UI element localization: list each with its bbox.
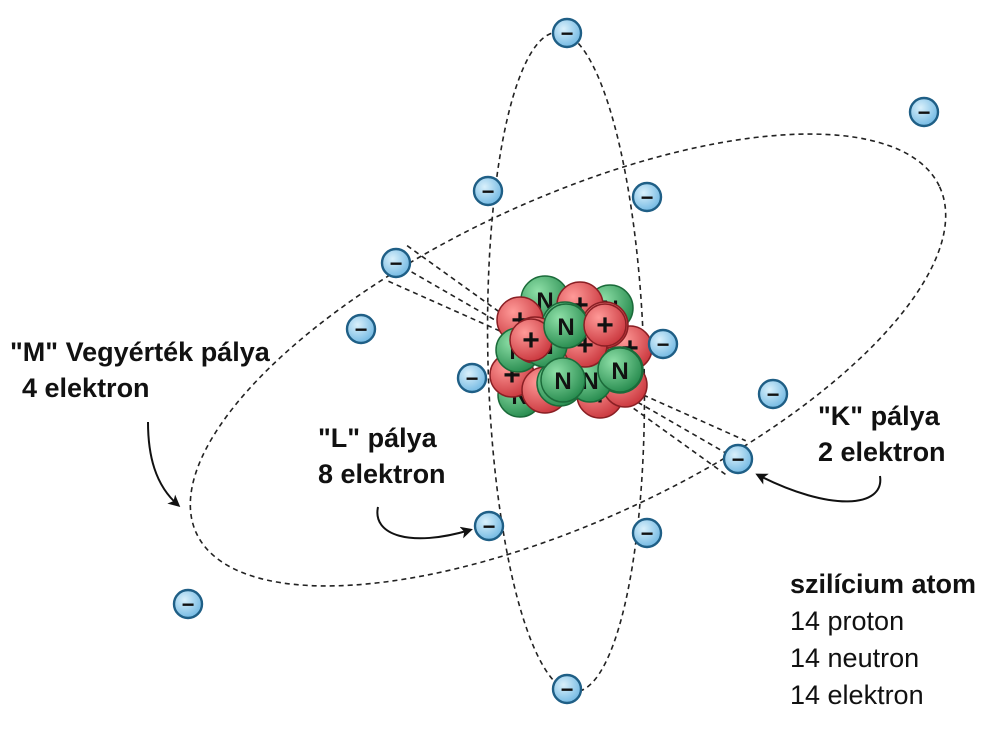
electron: − xyxy=(631,181,663,213)
k-orbit-line-b xyxy=(406,245,728,476)
electron: − xyxy=(473,510,505,542)
m-orbit xyxy=(189,133,947,587)
svg-text:−: − xyxy=(482,179,495,204)
electron: − xyxy=(647,328,679,360)
electron: − xyxy=(631,517,663,549)
svg-text:+: + xyxy=(596,309,614,342)
m-shell-count: 4 elektron xyxy=(22,373,150,403)
svg-text:−: − xyxy=(466,366,479,391)
l-shell-title: "L" pálya xyxy=(318,423,437,453)
svg-text:N: N xyxy=(581,368,598,395)
k-orbit-line-c xyxy=(388,280,747,442)
svg-text:−: − xyxy=(182,592,195,617)
neutron: N xyxy=(597,347,643,393)
k-orbit-line-a xyxy=(395,262,739,461)
electron: − xyxy=(380,247,412,279)
electron: − xyxy=(551,17,583,49)
svg-text:−: − xyxy=(918,100,931,125)
atom-info: szilícium atom 14 proton 14 neutron 14 e… xyxy=(790,566,976,714)
atom-info-protons: 14 proton xyxy=(790,606,905,636)
svg-text:N: N xyxy=(557,314,574,341)
electron: − xyxy=(551,673,583,705)
svg-text:−: − xyxy=(732,447,745,472)
svg-text:+: + xyxy=(522,324,540,357)
svg-text:−: − xyxy=(561,21,574,46)
k-shell-title: "K" pálya xyxy=(818,401,940,431)
l-shell-arrow xyxy=(376,506,473,540)
electron: − xyxy=(456,362,488,394)
svg-text:−: − xyxy=(483,514,496,539)
nucleus: N N + + + N + + N + + N + + N + N N + N … xyxy=(489,275,653,419)
atom-info-electrons: 14 elektron xyxy=(790,680,924,710)
electron: − xyxy=(472,175,504,207)
proton: + xyxy=(583,303,627,347)
svg-text:N: N xyxy=(611,358,628,385)
neutron: N xyxy=(540,357,586,403)
callout-arrows xyxy=(147,421,882,540)
atom-info-title: szilícium atom xyxy=(790,569,977,599)
k-shell-count: 2 elektron xyxy=(818,437,946,467)
l-shell-count: 8 elektron xyxy=(318,459,446,489)
svg-text:−: − xyxy=(561,677,574,702)
neutron: N xyxy=(543,303,589,349)
svg-text:−: − xyxy=(390,251,403,276)
electron: − xyxy=(908,96,940,128)
proton: + xyxy=(509,318,553,362)
svg-text:−: − xyxy=(641,185,654,210)
svg-text:N: N xyxy=(554,368,571,395)
electron: − xyxy=(757,378,789,410)
svg-text:−: − xyxy=(657,332,670,357)
svg-text:−: − xyxy=(641,521,654,546)
electron: − xyxy=(722,443,754,475)
m-shell-arrow xyxy=(147,421,181,507)
electron: − xyxy=(172,588,204,620)
m-shell-title: "M" Vegyérték pálya xyxy=(10,337,270,367)
k-shell-arrow xyxy=(755,473,882,503)
svg-text:−: − xyxy=(355,317,368,342)
electron: − xyxy=(345,313,377,345)
svg-text:−: − xyxy=(767,382,780,407)
atom-info-neutrons: 14 neutron xyxy=(790,643,920,673)
